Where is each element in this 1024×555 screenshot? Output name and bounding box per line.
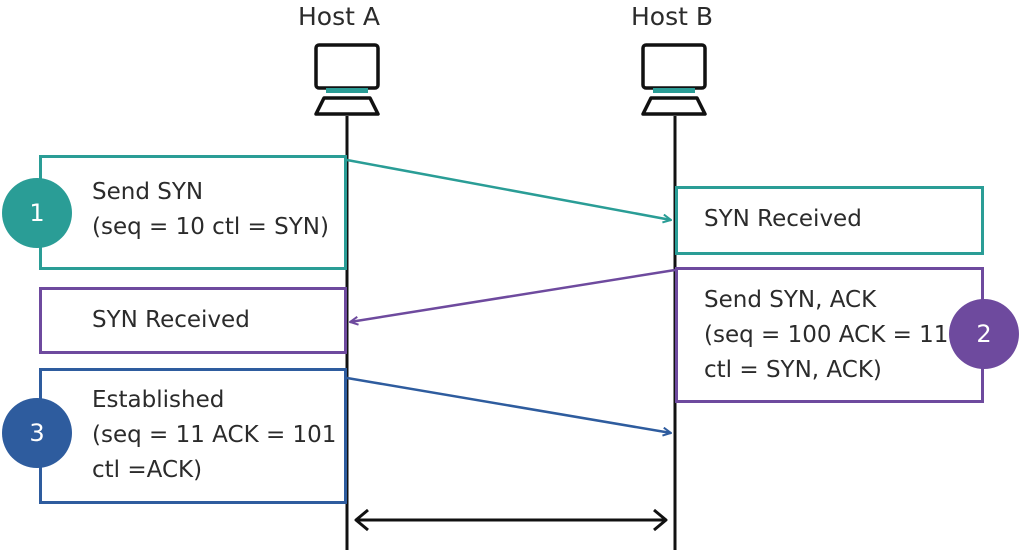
ack-arrow: [346, 376, 671, 433]
send-syn-text-line-1: Send SYN: [92, 179, 204, 205]
host-b-computer-icon: [641, 43, 707, 116]
send-syn-ack-text-line-2: (seq = 100 ACK = 11: [704, 322, 949, 348]
step-2-badge: 2: [949, 299, 1019, 369]
established-box: [39, 368, 347, 504]
double-headed-arrow: [354, 508, 668, 532]
step-3-badge: 3: [2, 398, 72, 468]
send-syn-ack-text-line-3: ctl = SYN, ACK): [704, 357, 882, 383]
host-a-syn-received-box: [39, 287, 347, 354]
send-syn-ack-box: [675, 267, 984, 403]
established-text-line-2: (seq = 11 ACK = 101: [92, 422, 337, 448]
send-syn-text-line-2: (seq = 10 ctl = SYN): [92, 214, 329, 240]
host-b-label: Host B: [631, 2, 714, 31]
syn-ack-arrow: [350, 268, 676, 322]
host-b-syn-received-text: SYN Received: [704, 206, 862, 232]
established-text-line-1: Established: [92, 387, 225, 413]
host-a-computer-icon: [314, 43, 380, 116]
step-1-badge: 1: [2, 178, 72, 248]
send-syn-ack-text-line-1: Send SYN, ACK: [704, 287, 877, 313]
established-text-line-3: ctl =ACK): [92, 457, 203, 483]
host-b-syn-received-box: [675, 186, 984, 255]
syn-arrow: [346, 158, 671, 220]
host-a-label: Host A: [298, 2, 380, 31]
host-a-syn-received-text: SYN Received: [92, 307, 250, 333]
